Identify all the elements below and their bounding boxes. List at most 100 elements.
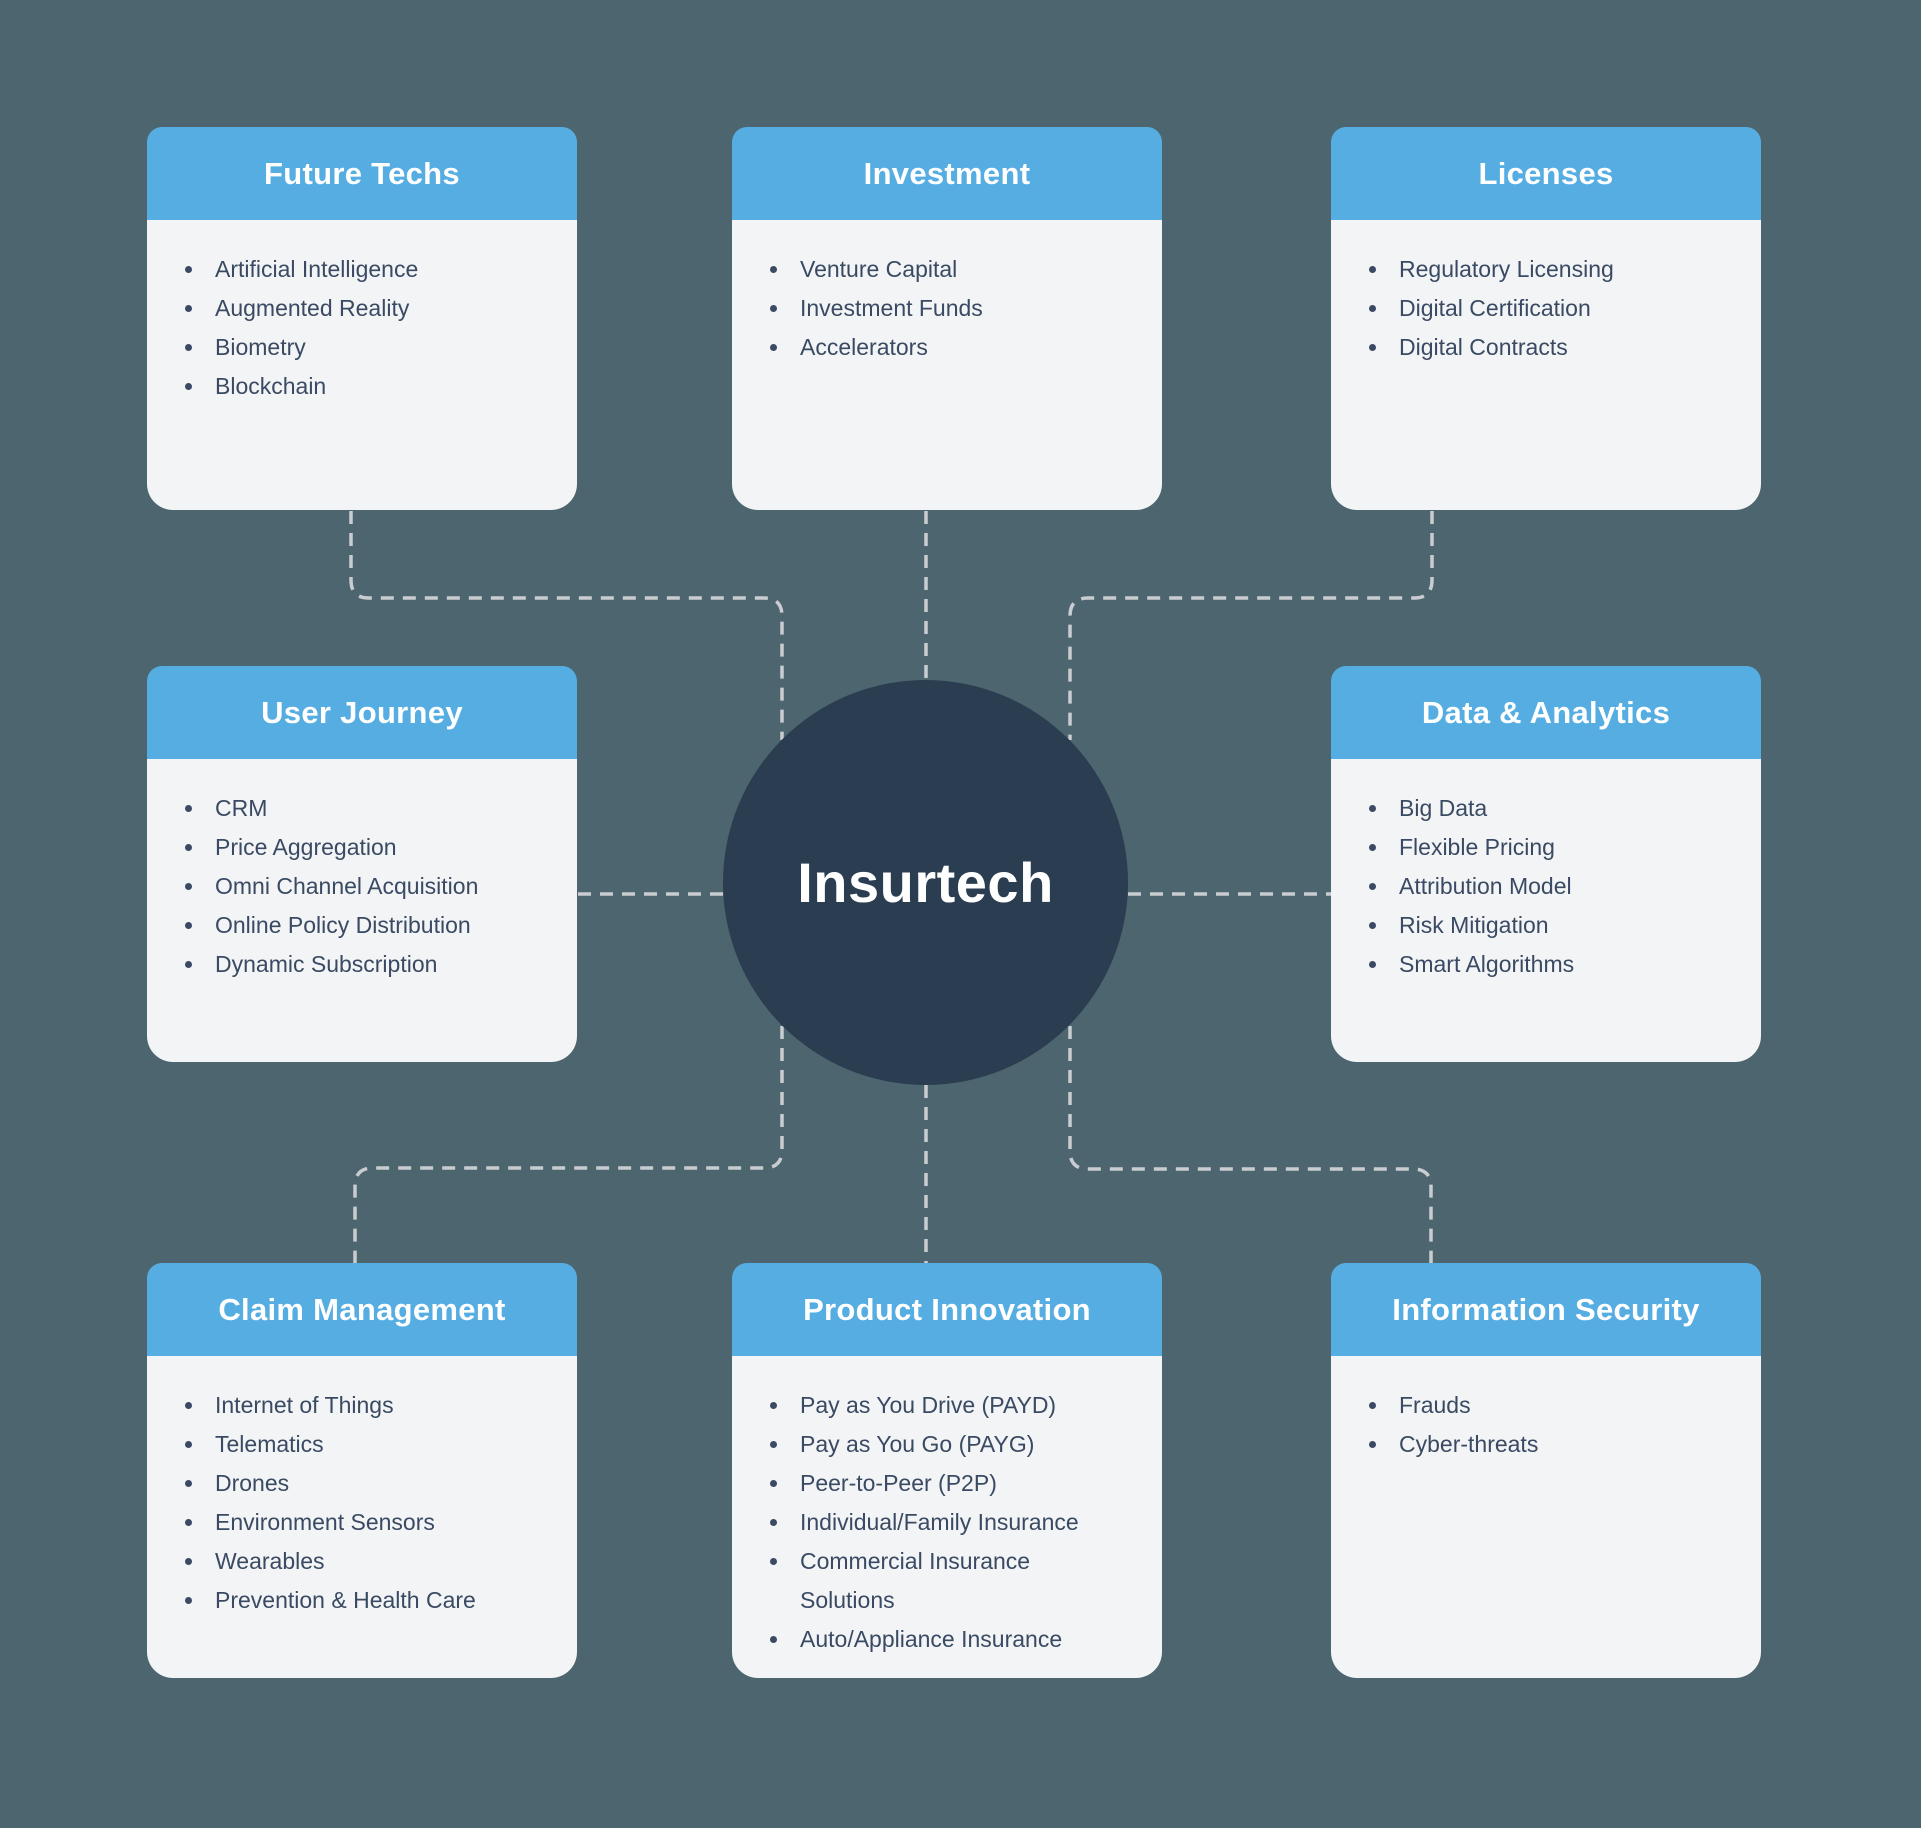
list-item-label: Internet of Things [215, 1392, 394, 1418]
list-item-label: Telematics [215, 1431, 324, 1457]
list-item: Pay as You Drive (PAYD) [770, 1386, 1124, 1425]
list-item: Investment Funds [770, 289, 1124, 328]
list-item-label: Cyber-threats [1399, 1431, 1539, 1457]
card-body-data-analytics: Big Data Flexible Pricing Attribution Mo… [1331, 759, 1761, 1062]
list-item: Prevention & Health Care [185, 1581, 539, 1620]
bullet-dot [770, 344, 777, 351]
list-item: Environment Sensors [185, 1503, 539, 1542]
bullet-dot [185, 305, 192, 312]
list-item-label: Blockchain [215, 373, 327, 399]
card-list-product-innovation: Pay as You Drive (PAYD) Pay as You Go (P… [732, 1386, 1162, 1659]
bullet-dot [185, 961, 192, 968]
bullet-dot [770, 1441, 777, 1448]
list-item-label: Prevention & Health Care [215, 1587, 476, 1613]
list-item-label: Augmented Reality [215, 295, 410, 321]
list-item: Drones [185, 1464, 539, 1503]
list-item: Accelerators [770, 328, 1124, 367]
card-body-user-journey: CRM Price Aggregation Omni Channel Acqui… [147, 759, 577, 1062]
card-title-claim-management: Claim Management [147, 1263, 577, 1356]
connector-information-security [1068, 1026, 1433, 1263]
bullet-dot [185, 883, 192, 890]
list-item-label: Omni Channel Acquisition [215, 873, 479, 899]
list-item-label: Artificial Intelligence [215, 256, 419, 282]
list-item: Peer-to-Peer (P2P) [770, 1464, 1124, 1503]
card-licenses: Licenses Regulatory Licensing Digital Ce… [1331, 127, 1761, 510]
list-item-label: Risk Mitigation [1399, 912, 1549, 938]
card-data-analytics: Data & Analytics Big Data Flexible Prici… [1331, 666, 1761, 1062]
card-title-user-journey: User Journey [147, 666, 577, 759]
list-item-label: Individual/Family Insurance [800, 1509, 1079, 1535]
bullet-dot [1369, 883, 1376, 890]
card-title-investment: Investment [732, 127, 1162, 220]
bullet-dot [185, 1441, 192, 1448]
card-list-user-journey: CRM Price Aggregation Omni Channel Acqui… [147, 789, 577, 984]
bullet-dot [770, 1519, 777, 1526]
list-item: Omni Channel Acquisition [185, 867, 539, 906]
bullet-dot [1369, 805, 1376, 812]
list-item: Attribution Model [1369, 867, 1723, 906]
list-item: Biometry [185, 328, 539, 367]
list-item-label: Digital Contracts [1399, 334, 1568, 360]
card-future-techs: Future Techs Artificial Intelligence Aug… [147, 127, 577, 510]
bullet-dot [1369, 266, 1376, 273]
card-body-licenses: Regulatory Licensing Digital Certificati… [1331, 220, 1761, 510]
list-item-label: Digital Certification [1399, 295, 1591, 321]
bullet-dot [770, 305, 777, 312]
bullet-dot [1369, 305, 1376, 312]
bullet-dot [185, 266, 192, 273]
bullet-dot [1369, 1441, 1376, 1448]
bullet-dot [770, 1636, 777, 1643]
card-body-product-innovation: Pay as You Drive (PAYD) Pay as You Go (P… [732, 1356, 1162, 1678]
list-item-label: Environment Sensors [215, 1509, 435, 1535]
list-item-label: Peer-to-Peer (P2P) [800, 1470, 997, 1496]
list-item: Smart Algorithms [1369, 945, 1723, 984]
center-node-label: Insurtech [797, 851, 1054, 914]
list-item-label: Dynamic Subscription [215, 951, 438, 977]
list-item-label: Frauds [1399, 1392, 1471, 1418]
card-title-product-innovation: Product Innovation [732, 1263, 1162, 1356]
bullet-dot [185, 344, 192, 351]
card-product-innovation: Product Innovation Pay as You Drive (PAY… [732, 1263, 1162, 1678]
list-item: Dynamic Subscription [185, 945, 539, 984]
list-item-label: Big Data [1399, 795, 1488, 821]
bullet-dot [1369, 344, 1376, 351]
bullet-dot [185, 1558, 192, 1565]
card-title-future-techs: Future Techs [147, 127, 577, 220]
bullet-dot [770, 1480, 777, 1487]
list-item-label: Online Policy Distribution [215, 912, 471, 938]
list-item-label: CRM [215, 795, 268, 821]
bullet-dot [1369, 1402, 1376, 1409]
connector-future-techs [349, 511, 784, 740]
list-item: Digital Contracts [1369, 328, 1723, 367]
list-item: Price Aggregation [185, 828, 539, 867]
connector-licenses [1068, 511, 1434, 740]
bullet-dot [770, 1402, 777, 1409]
list-item: Wearables [185, 1542, 539, 1581]
list-item-label: Accelerators [800, 334, 928, 360]
card-title-licenses: Licenses [1331, 127, 1761, 220]
list-item-label: Attribution Model [1399, 873, 1572, 899]
bullet-dot [185, 383, 192, 390]
list-item: Digital Certification [1369, 289, 1723, 328]
list-item: Individual/Family Insurance [770, 1503, 1124, 1542]
card-list-licenses: Regulatory Licensing Digital Certificati… [1331, 250, 1761, 367]
bullet-dot [185, 1519, 192, 1526]
bullet-dot [770, 1558, 777, 1565]
bullet-dot [185, 1597, 192, 1604]
bullet-dot [1369, 961, 1376, 968]
list-item-label: Pay as You Drive (PAYD) [800, 1392, 1057, 1418]
list-item: Artificial Intelligence [185, 250, 539, 289]
bullet-dot [185, 805, 192, 812]
card-title-data-analytics: Data & Analytics [1331, 666, 1761, 759]
bullet-dot [185, 844, 192, 851]
list-item-label: Biometry [215, 334, 306, 360]
list-item: Blockchain [185, 367, 539, 406]
list-item-label: Flexible Pricing [1399, 834, 1555, 860]
list-item: Regulatory Licensing [1369, 250, 1723, 289]
list-item-label: Investment Funds [800, 295, 983, 321]
bullet-dot [185, 1402, 192, 1409]
bullet-dot [1369, 922, 1376, 929]
bullet-dot [1369, 844, 1376, 851]
